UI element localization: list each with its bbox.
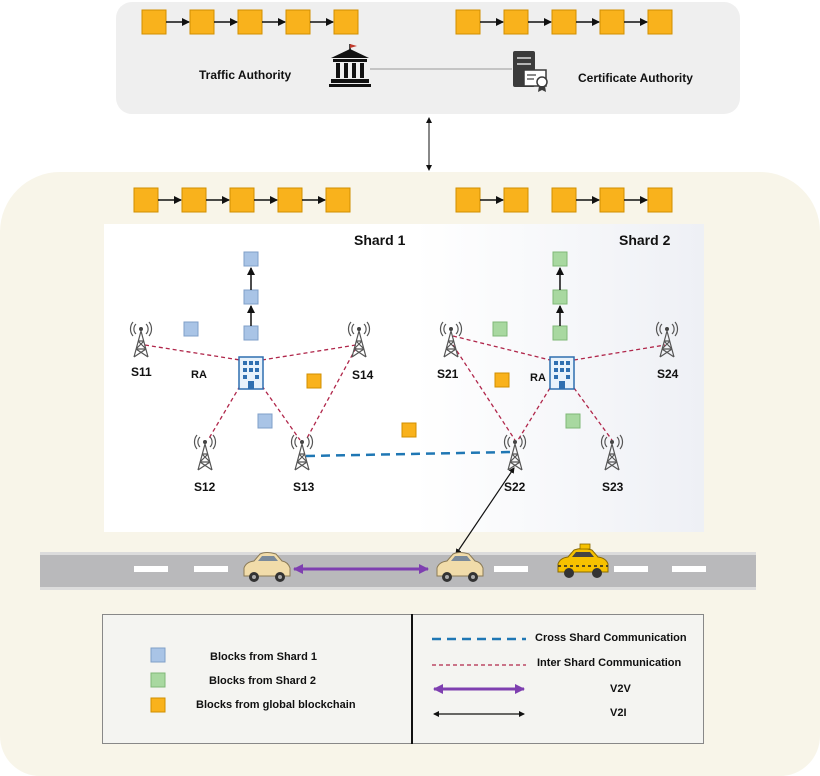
- ra-building-icon: [238, 356, 264, 390]
- global-block: [401, 422, 417, 438]
- tower-icon: [655, 321, 679, 358]
- legend-shard1-label: Blocks from Shard 1: [210, 651, 317, 663]
- s23-label: S23: [602, 480, 624, 494]
- shard1-block: [183, 321, 199, 337]
- legend-inter-shard-label: Inter Shard Communication: [537, 657, 682, 669]
- traffic-authority-chain: [141, 9, 359, 35]
- legend-shard2-label: Blocks from Shard 2: [209, 675, 316, 687]
- tower-icon: [600, 434, 624, 471]
- certificate-server-icon: [513, 51, 548, 92]
- shard-area: [104, 224, 704, 532]
- shard2-block: [565, 413, 581, 429]
- s14-label: S14: [352, 368, 374, 382]
- ra-building-icon: [549, 356, 575, 390]
- legend-v2v-label: V2V: [610, 683, 631, 695]
- inter-shard-lines-1: [144, 344, 357, 441]
- tower-icon: [347, 321, 371, 358]
- v2i-link: [455, 467, 515, 555]
- shard2-global-chain: [455, 187, 673, 213]
- legend-shard1-swatch: [150, 647, 166, 663]
- legend-global-label: Blocks from global blockchain: [196, 699, 356, 711]
- s11-label: S11: [131, 365, 152, 379]
- legend-v2i-label: V2I: [610, 707, 627, 719]
- legend-cross-shard-label: Cross Shard Communication: [535, 632, 687, 644]
- tower-icon: [290, 434, 314, 471]
- government-building-icon: [329, 44, 371, 87]
- shard1-block: [257, 413, 273, 429]
- s12-label: S12: [194, 480, 216, 494]
- shard2-title: Shard 2: [619, 232, 671, 248]
- certificate-authority-label: Certificate Authority: [578, 71, 693, 85]
- shard1-title: Shard 1: [354, 232, 406, 248]
- ra2-label: RA: [530, 372, 546, 384]
- legend-global-swatch: [150, 697, 166, 713]
- car-icon: [243, 552, 291, 583]
- legend-shard2-swatch: [150, 672, 166, 688]
- shard1-block-chain: [243, 251, 259, 341]
- taxi-icon: [557, 543, 609, 578]
- certificate-authority-chain: [455, 9, 673, 35]
- ra1-label: RA: [191, 369, 207, 381]
- lane-markings: [134, 566, 706, 572]
- shard1-global-chain: [133, 187, 351, 213]
- s22-label: S22: [504, 480, 526, 494]
- legend-box: [102, 614, 704, 744]
- authority-panel: [116, 2, 740, 114]
- global-block: [494, 372, 510, 388]
- global-block: [306, 373, 322, 389]
- s24-label: S24: [657, 367, 679, 381]
- s21-label: S21: [437, 367, 459, 381]
- cross-shard-line: [305, 450, 513, 458]
- inter-shard-lines-2: [452, 335, 666, 441]
- tower-icon: [439, 321, 463, 358]
- car-icon: [436, 552, 484, 583]
- traffic-authority-label: Traffic Authority: [199, 68, 292, 82]
- tower-icon: [193, 434, 217, 471]
- shard2-block-chain: [552, 251, 568, 341]
- s13-label: S13: [293, 480, 315, 494]
- tower-icon: [129, 321, 153, 358]
- shard2-block: [492, 321, 508, 337]
